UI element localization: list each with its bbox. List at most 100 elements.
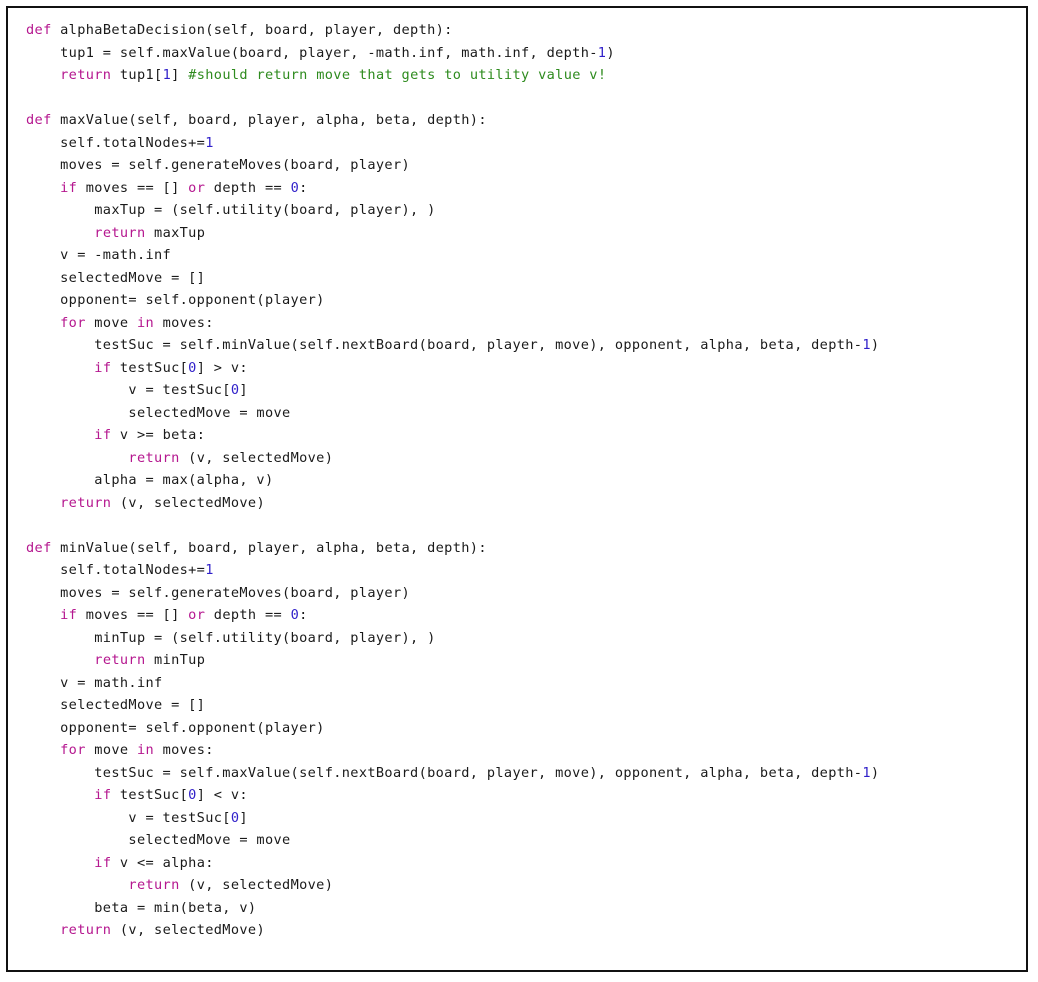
- code-line: selectedMove = move: [26, 402, 879, 425]
- code-text: moves = self.generateMoves(board, player…: [26, 584, 411, 601]
- code-text: self.totalNodes+=: [26, 134, 206, 151]
- code-keyword: return: [60, 494, 112, 511]
- code-keyword: if: [94, 854, 112, 871]
- code-text: (v, selectedMove): [179, 877, 334, 893]
- code-comment: #should return move that gets to utility…: [188, 67, 607, 83]
- code-line: if moves == [] or depth == 0:: [26, 177, 879, 200]
- code-text: depth ==: [205, 607, 291, 623]
- code-text: move: [85, 314, 137, 331]
- code-text: selectedMove = []: [26, 269, 206, 286]
- code-number: 0: [188, 359, 197, 376]
- code-keyword: return: [60, 922, 112, 938]
- code-number: 1: [205, 134, 214, 151]
- code-text: v = -math.inf: [26, 247, 172, 263]
- code-text: [26, 495, 60, 511]
- code-line: opponent= self.opponent(player): [26, 289, 879, 312]
- code-keyword: in: [136, 742, 155, 758]
- code-keyword: if: [94, 359, 112, 376]
- code-line: alpha = max(alpha, v): [26, 469, 879, 492]
- code-line: def minValue(self, board, player, alpha,…: [26, 537, 879, 560]
- code-keyword: def: [26, 112, 52, 128]
- code-keyword: or: [188, 607, 206, 623]
- code-text: maxTup = (self.utility(board, player), ): [26, 202, 436, 218]
- code-line: testSuc = self.maxValue(self.nextBoard(b…: [26, 762, 879, 785]
- code-line: maxTup = (self.utility(board, player), ): [26, 199, 879, 222]
- code-line: selectedMove = move: [26, 829, 879, 852]
- code-keyword: if: [60, 179, 78, 196]
- code-line: beta = min(beta, v): [26, 897, 879, 920]
- code-line: for move in moves:: [26, 312, 879, 335]
- code-line: if v >= beta:: [26, 424, 879, 447]
- code-keyword: def: [26, 539, 52, 556]
- code-text: beta = min(beta, v): [26, 899, 257, 916]
- code-text: ): [870, 764, 880, 781]
- code-line: for move in moves:: [26, 739, 879, 762]
- code-text: minTup: [145, 652, 206, 668]
- code-line: if testSuc[0] < v:: [26, 784, 879, 807]
- code-text: [26, 450, 128, 466]
- code-text: (v, selectedMove): [111, 494, 265, 511]
- code-text: testSuc[: [111, 787, 189, 803]
- code-number: 1: [205, 562, 214, 578]
- code-line: return (v, selectedMove): [26, 492, 879, 515]
- code-keyword: if: [94, 427, 112, 443]
- code-keyword: if: [60, 607, 78, 623]
- code-number: 0: [290, 607, 300, 623]
- code-text: depth ==: [205, 179, 291, 196]
- code-text: moves:: [154, 314, 214, 331]
- code-block: def alphaBetaDecision(self, board, playe…: [26, 19, 879, 942]
- code-text: [26, 855, 94, 871]
- code-text: ] > v:: [196, 359, 248, 376]
- code-text: opponent= self.opponent(player): [26, 292, 325, 308]
- code-text: v = math.inf: [26, 674, 163, 691]
- code-frame: def alphaBetaDecision(self, board, playe…: [6, 6, 1028, 972]
- code-line: def maxValue(self, board, player, alpha,…: [26, 109, 879, 132]
- code-text: v = testSuc[: [26, 382, 231, 398]
- code-text: ]: [171, 67, 189, 83]
- code-keyword: return: [94, 224, 146, 241]
- code-text: tup1 = self.maxValue(board, player, -mat…: [26, 44, 598, 61]
- code-line: minTup = (self.utility(board, player), ): [26, 627, 879, 650]
- code-line: if testSuc[0] > v:: [26, 357, 879, 380]
- code-text: [26, 315, 60, 331]
- code-line: opponent= self.opponent(player): [26, 717, 879, 740]
- code-text: ] < v:: [196, 787, 248, 803]
- code-text: maxValue(self, board, player, alpha, bet…: [51, 112, 487, 128]
- code-line: return tup1[1] #should return move that …: [26, 64, 879, 87]
- code-line: v = testSuc[0]: [26, 807, 879, 830]
- code-text: [26, 427, 94, 443]
- code-line: if v <= alpha:: [26, 852, 879, 875]
- code-number: 0: [290, 179, 300, 196]
- code-number: 0: [230, 382, 240, 398]
- code-text: [26, 922, 60, 938]
- code-text: [26, 877, 128, 893]
- code-line: v = testSuc[0]: [26, 379, 879, 402]
- code-text: alphaBetaDecision(self, board, player, d…: [51, 22, 453, 38]
- code-text: testSuc = self.maxValue(self.nextBoard(b…: [26, 764, 863, 781]
- code-text: v >= beta:: [111, 427, 206, 443]
- code-text: self.totalNodes+=: [26, 562, 206, 578]
- code-line: return maxTup: [26, 222, 879, 245]
- code-text: alpha = max(alpha, v): [26, 472, 274, 488]
- code-text: moves == []: [77, 179, 189, 196]
- code-line: selectedMove = []: [26, 694, 879, 717]
- code-text: maxTup: [145, 224, 206, 241]
- code-line: return minTup: [26, 649, 879, 672]
- code-line: return (v, selectedMove): [26, 447, 879, 470]
- code-line: moves = self.generateMoves(board, player…: [26, 154, 879, 177]
- code-text: [26, 652, 94, 668]
- code-number: 0: [188, 787, 197, 803]
- code-text: ]: [239, 809, 248, 826]
- code-number: 1: [597, 44, 607, 61]
- code-line: [26, 87, 879, 110]
- code-text: [26, 180, 60, 196]
- code-line: self.totalNodes+=1: [26, 132, 879, 155]
- code-text: :: [299, 607, 308, 623]
- code-line: testSuc = self.minValue(self.nextBoard(b…: [26, 334, 879, 357]
- code-text: moves:: [154, 742, 214, 758]
- code-keyword: return: [128, 449, 180, 466]
- code-text: ]: [239, 382, 248, 398]
- code-text: opponent= self.opponent(player): [26, 719, 325, 736]
- code-line: self.totalNodes+=1: [26, 559, 879, 582]
- code-keyword: return: [60, 67, 112, 83]
